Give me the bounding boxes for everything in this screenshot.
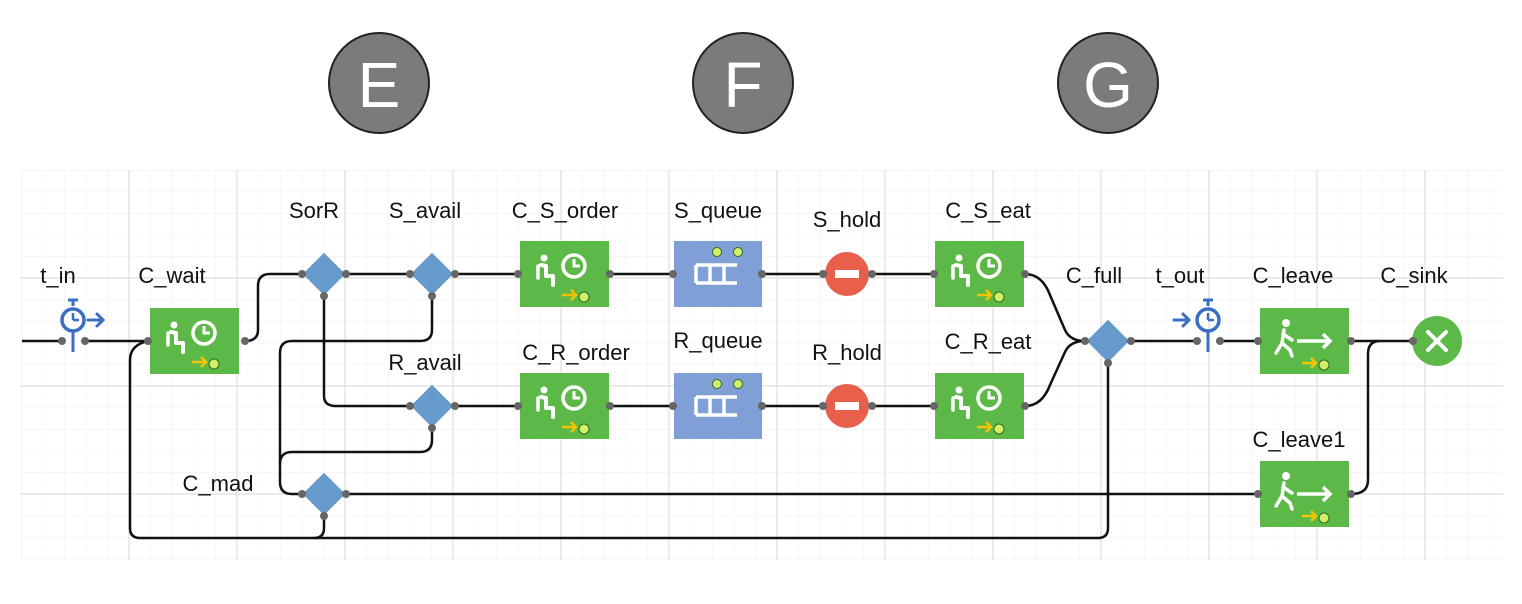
node-label: S_hold	[813, 207, 882, 232]
node-label: C_leave1	[1253, 427, 1346, 452]
node-label: t_out	[1156, 263, 1205, 288]
section-letter: F	[723, 49, 762, 121]
node-c-sink[interactable]: C_sink	[1380, 263, 1462, 366]
node-c-s-eat[interactable]: C_S_eat	[930, 198, 1031, 307]
walking-exit-icon	[1274, 319, 1333, 371]
node-r-avail[interactable]: R_avail	[388, 350, 462, 432]
no-entry-icon	[825, 252, 869, 296]
diamond-icon	[410, 384, 454, 428]
node-label: SorR	[289, 198, 339, 223]
node-label: S_avail	[389, 198, 461, 223]
node-c-wait[interactable]: C_wait	[138, 263, 249, 374]
queue-icon	[694, 379, 743, 417]
node-c-r-order[interactable]: C_R_order	[514, 340, 630, 439]
node-c-r-eat[interactable]: C_R_eat	[930, 329, 1031, 439]
node-label: S_queue	[674, 198, 762, 223]
node-label: C_leave	[1253, 263, 1334, 288]
section-letter: G	[1083, 49, 1133, 121]
seated-clock-icon	[951, 253, 1005, 303]
section-marker-g: G	[1057, 32, 1159, 134]
section-marker-e: E	[328, 32, 430, 134]
close-icon	[1412, 316, 1462, 366]
connectors	[22, 272, 1413, 540]
diamond-icon	[302, 472, 346, 516]
diamond-icon	[410, 252, 454, 296]
node-t-out[interactable]: t_out	[1156, 263, 1224, 352]
node-s-avail[interactable]: S_avail	[389, 198, 461, 300]
node-c-leave[interactable]: C_leave	[1253, 263, 1355, 374]
node-r-hold[interactable]: R_hold	[812, 340, 882, 428]
node-label: t_in	[40, 263, 75, 288]
node-label: C_R_order	[522, 340, 630, 365]
section-letter: E	[358, 49, 401, 121]
node-c-mad[interactable]: C_mad	[183, 471, 350, 520]
node-sorr[interactable]: SorR	[289, 198, 350, 300]
node-label: C_S_order	[512, 198, 618, 223]
walking-exit-icon	[1274, 472, 1333, 524]
node-label: R_avail	[388, 350, 461, 375]
node-s-queue[interactable]: S_queue	[669, 198, 766, 307]
node-label: R_hold	[812, 340, 882, 365]
node-r-queue[interactable]: R_queue	[669, 328, 766, 439]
node-c-s-order[interactable]: C_S_order	[512, 198, 618, 307]
node-label: C_S_eat	[945, 198, 1031, 223]
seated-clock-icon	[536, 253, 590, 303]
diamond-icon	[1086, 319, 1130, 363]
node-s-hold[interactable]: S_hold	[813, 207, 882, 296]
no-entry-icon	[825, 384, 869, 428]
node-label: C_sink	[1380, 263, 1448, 288]
node-label: C_mad	[183, 471, 254, 496]
stopwatch-in-icon	[1172, 298, 1221, 352]
node-c-leave1[interactable]: C_leave1	[1253, 427, 1355, 527]
queue-icon	[694, 247, 743, 285]
section-marker-f: F	[692, 32, 794, 134]
node-label: C_wait	[138, 263, 205, 288]
diamond-icon	[302, 252, 346, 296]
node-label: C_full	[1066, 263, 1122, 288]
stopwatch-out-icon	[60, 298, 106, 352]
node-c-full[interactable]: C_full	[1066, 263, 1135, 367]
node-label: C_R_eat	[945, 329, 1032, 354]
node-t-in[interactable]: t_in	[40, 263, 106, 352]
seated-clock-icon	[536, 385, 590, 435]
node-label: R_queue	[673, 328, 762, 353]
seated-clock-icon	[951, 385, 1005, 435]
seated-clock-icon	[166, 320, 220, 370]
